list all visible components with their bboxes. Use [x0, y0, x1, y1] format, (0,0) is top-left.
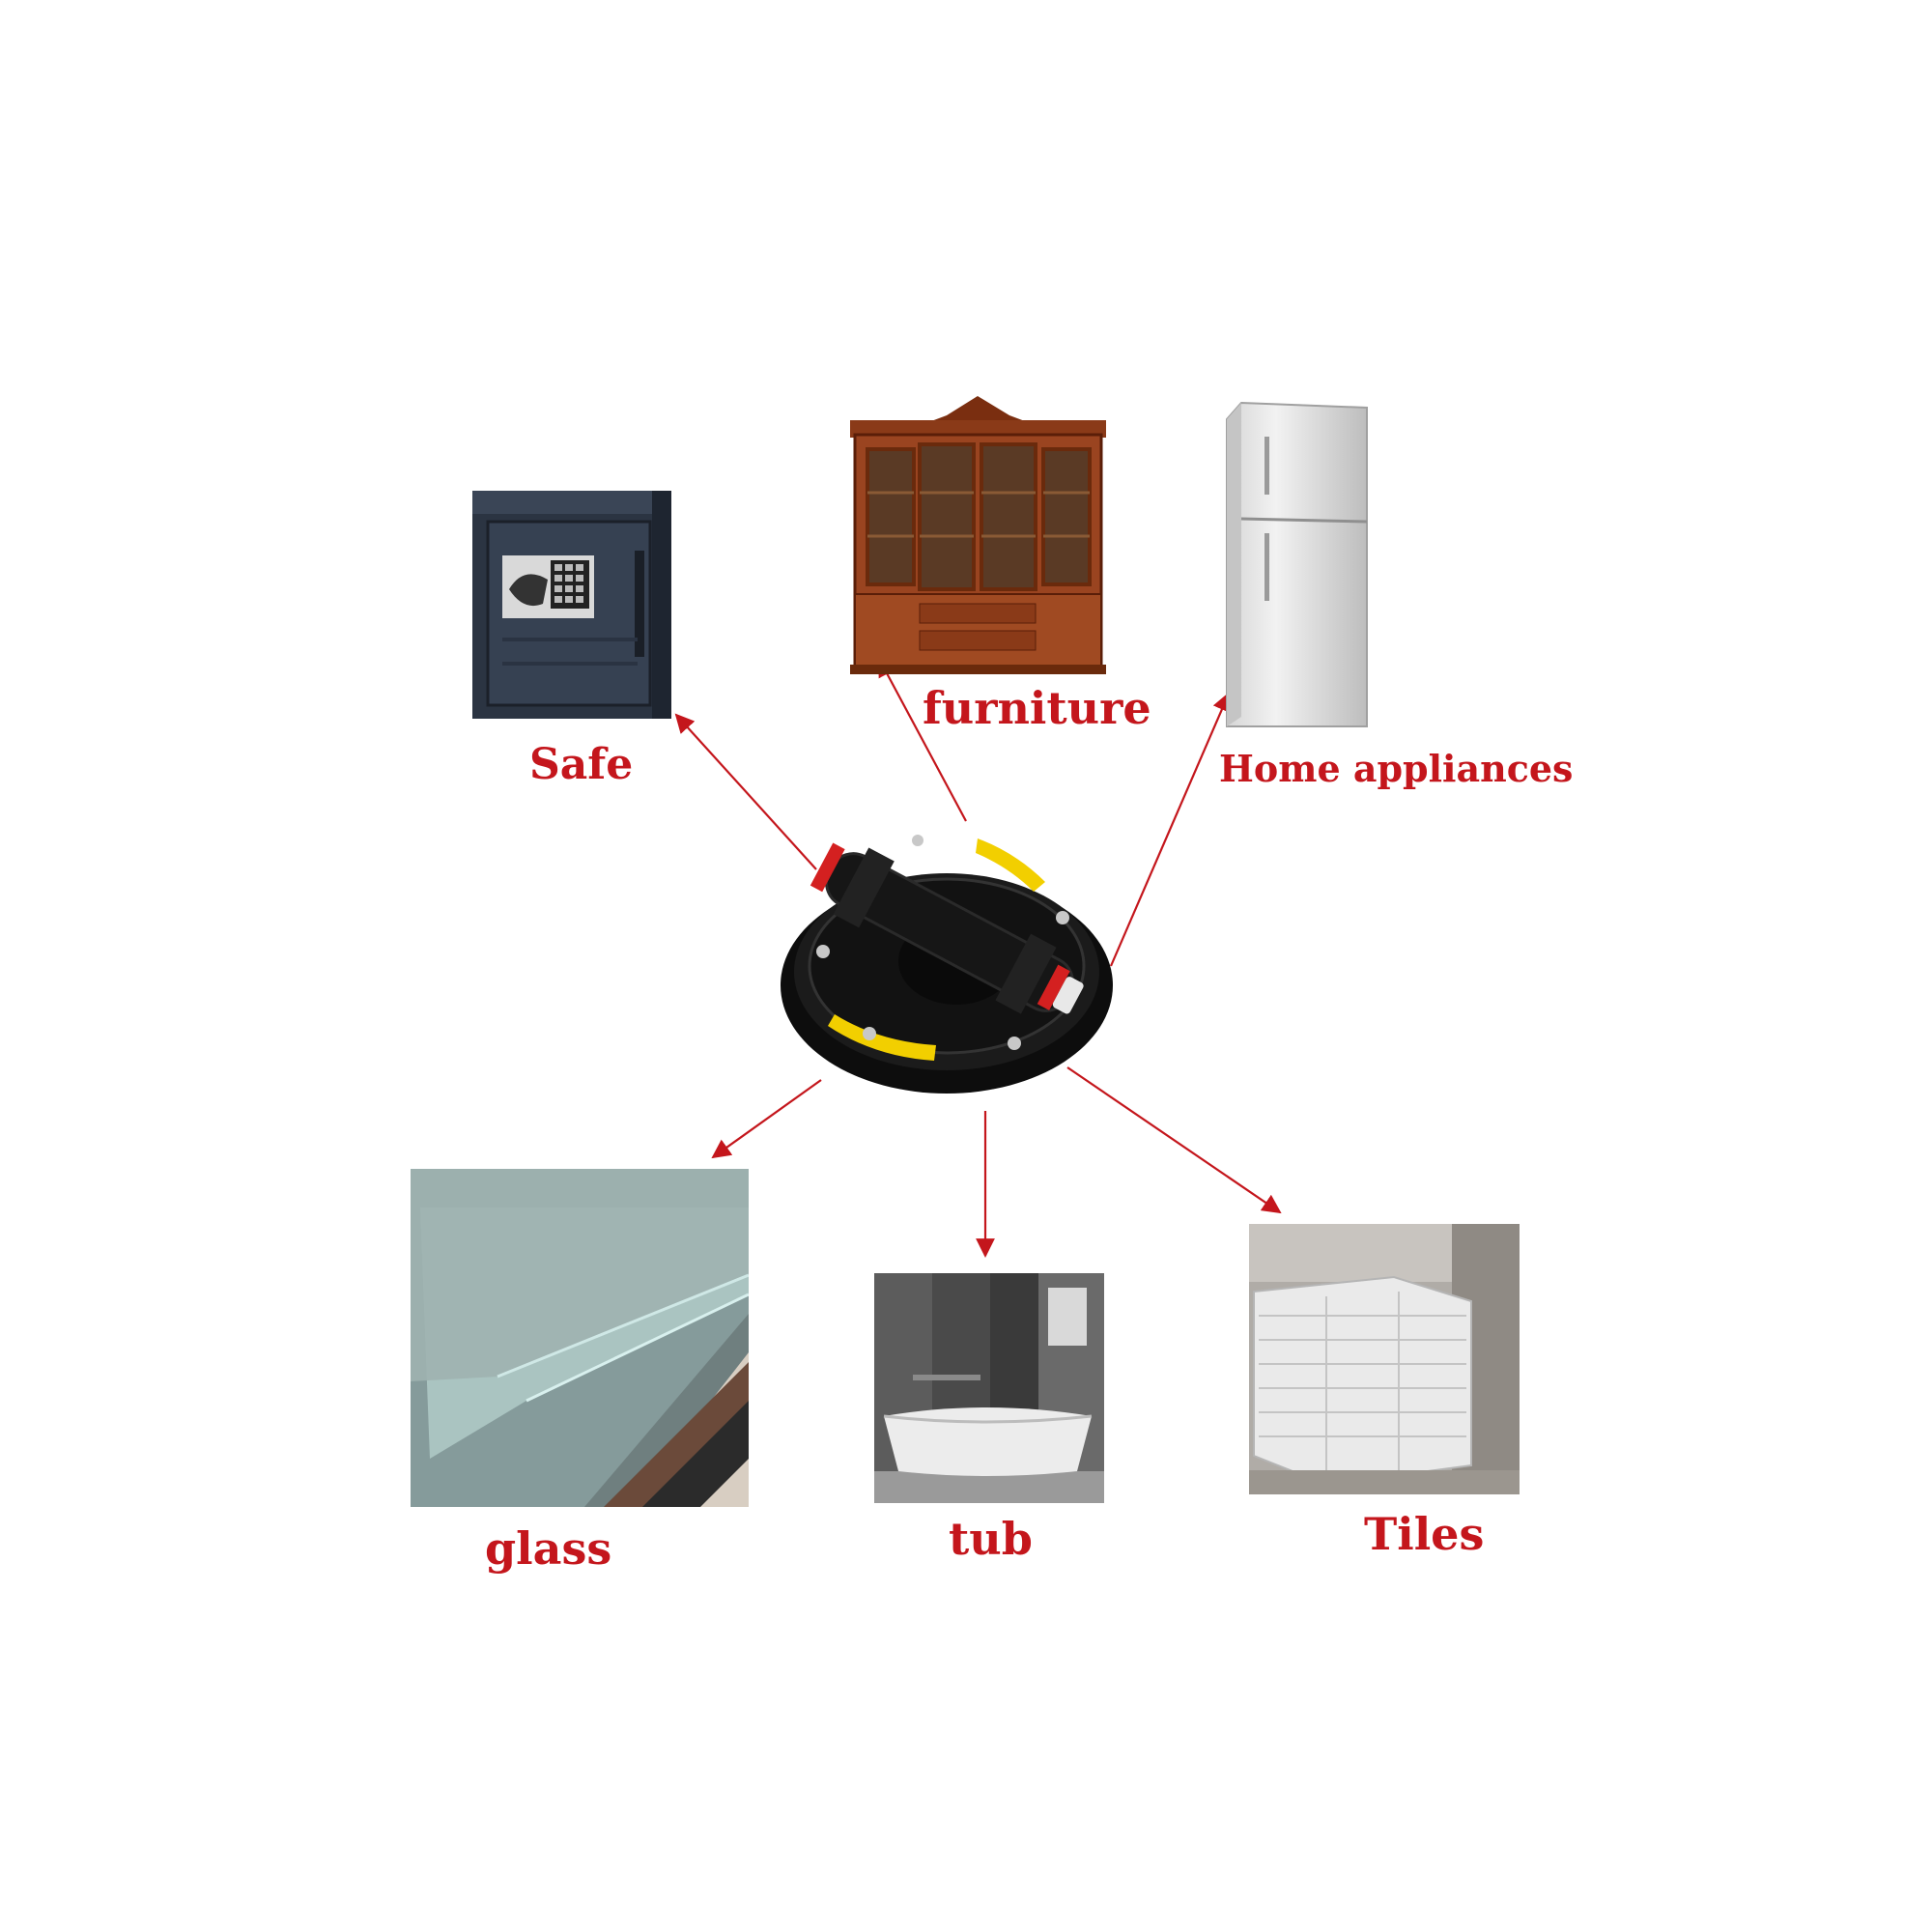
- label-tiles: Tiles: [1364, 1508, 1485, 1560]
- label-home-appliances: Home appliances: [1219, 747, 1574, 790]
- label-furniture: furniture: [923, 682, 1151, 734]
- arrow-to-furniture: [878, 657, 967, 822]
- home-appliances-image: [1226, 401, 1368, 727]
- arrow-to-tiles: [1066, 1066, 1282, 1214]
- glass-image: [411, 1169, 749, 1507]
- label-safe: Safe: [529, 740, 634, 789]
- tub-image: [874, 1273, 1104, 1503]
- arrow-to-glass: [711, 1079, 822, 1159]
- furniture-image: [850, 396, 1106, 674]
- suction-cup-lifter-image: [781, 835, 1113, 1094]
- safe-image: [472, 491, 671, 719]
- label-glass: glass: [485, 1522, 612, 1575]
- tiles-image: [1249, 1224, 1520, 1494]
- arrow-to-safe: [674, 713, 817, 870]
- arrow-to-home-appliances: [1109, 692, 1232, 967]
- label-tub: tub: [949, 1513, 1033, 1565]
